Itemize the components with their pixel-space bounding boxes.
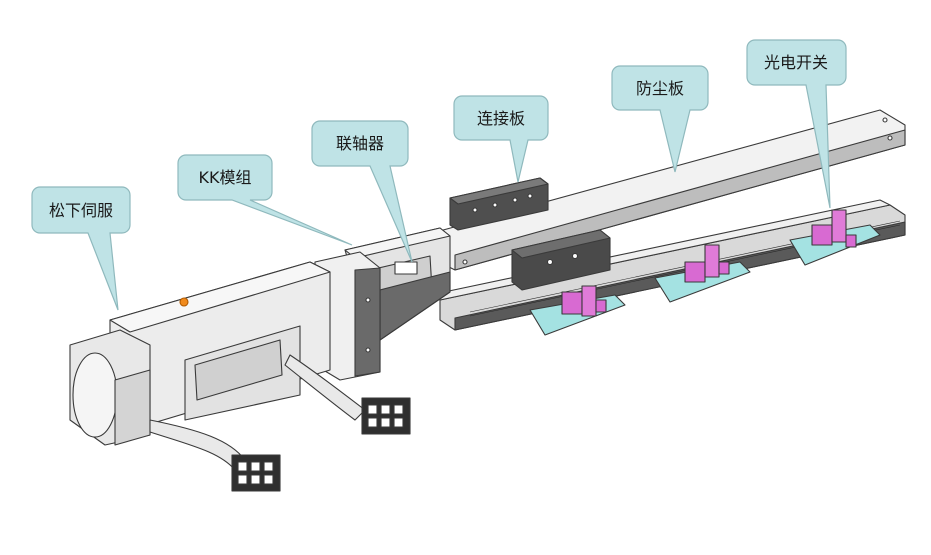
callout-label-photoelectric-switch: 光电开关 — [764, 53, 828, 72]
assembly-drawing — [69, 109, 906, 492]
slider-block — [511, 229, 611, 291]
callout-servo-motor: 松下伺服 — [31, 186, 131, 311]
callout-label-dust-cover: 防尘板 — [636, 79, 684, 98]
callout-photoelectric-switch: 光电开关 — [746, 39, 847, 209]
photoelectric-switch-3 — [789, 209, 881, 266]
callouts: 松下伺服 KK模组 联轴器 连接板 防尘板 光电开关 — [31, 39, 847, 311]
connecting-plate-part — [449, 177, 549, 231]
callout-label-coupling: 联轴器 — [336, 134, 384, 153]
callout-label-servo-motor: 松下伺服 — [49, 201, 113, 220]
callout-dust-cover: 防尘板 — [611, 65, 709, 173]
callout-label-connecting-plate: 连接板 — [477, 109, 525, 128]
photoelectric-switch-2 — [654, 244, 751, 303]
callout-label-kk-module: KK模组 — [199, 168, 252, 187]
servo-motor-body — [69, 261, 331, 446]
motor-flange — [314, 251, 381, 381]
callout-kk-module: KK模组 — [177, 154, 353, 246]
photoelectric-switch-1 — [529, 285, 626, 336]
callout-connecting-plate: 连接板 — [453, 95, 549, 183]
connector-left — [231, 454, 281, 492]
connector-right — [361, 397, 411, 435]
callout-coupling: 联轴器 — [311, 120, 413, 263]
